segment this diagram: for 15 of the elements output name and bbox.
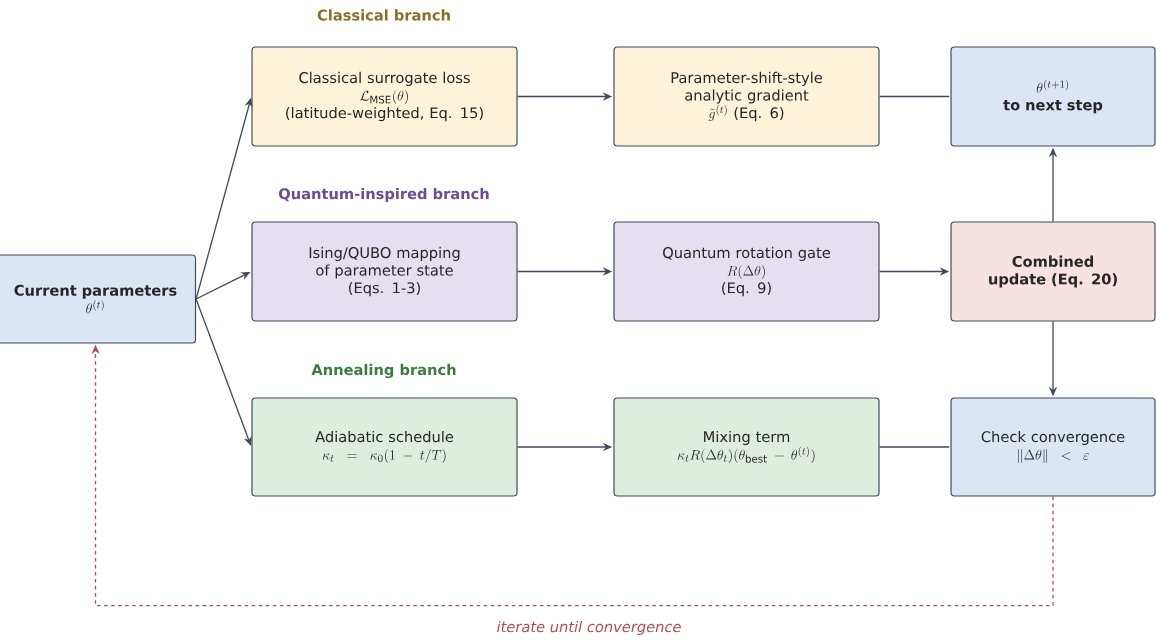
edge-label: iterate until convergence [495,619,683,637]
process-box: $\theta^{(t+1)}$ to next step [950,46,1156,147]
process-box: Combined update (Eq. 20) [950,221,1156,322]
branch-heading: Quantum-inspired branch [279,187,489,203]
process-box: Classical surrogate loss $\mathcal{L}_{\mathrm{MSE}}(\theta)$ (latitude-weighted, Eq. 15) [251,46,518,147]
process-box: Quantum rotation gate $R(\Delta\theta)$ (Eq. 9) [613,221,880,322]
process-box: Adiabatic schedule $\kappa_t = \kappa_0(1 - t/T)$ [251,397,518,497]
process-box: Ising/QUBO mapping of parameter state (Eqs. 1-3) [251,221,518,322]
process-box: Mixing term $\kappa_t R(\Delta\theta_t)(\theta_{\mathrm{best}} - \theta^{(t)})$ [613,397,880,497]
branch-heading: Classical branch [317,9,450,21]
process-box: Parameter-shift-style analytic gradient $\tilde{g}^{(t)}\ \text{(Eq. 6)}$ [613,46,880,147]
branch-heading: Annealing branch [311,363,456,379]
arrow [195,298,252,446]
process-box: Current parameters $\theta^{(t)}$ [0,254,197,344]
process-box: Check convergence $\|\Delta\theta\| < \varepsilon$ [950,397,1156,497]
